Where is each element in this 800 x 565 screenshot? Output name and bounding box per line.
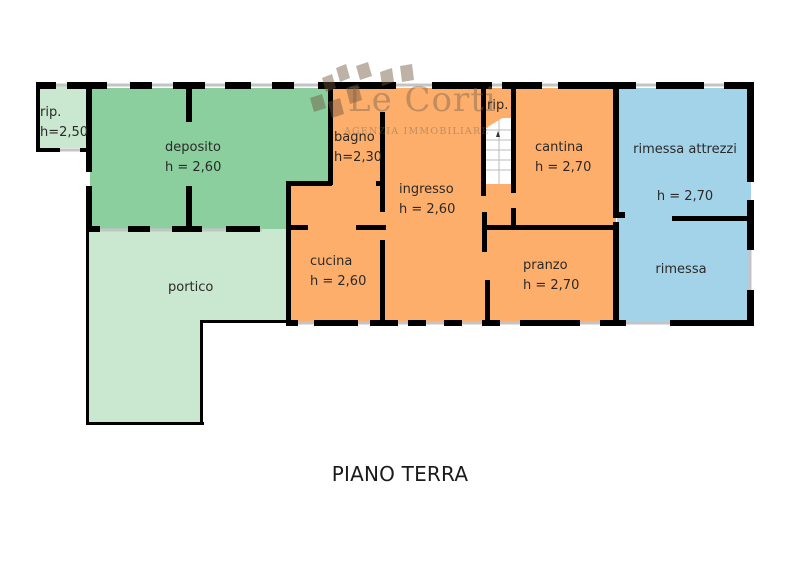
room-name: cucina (310, 254, 353, 269)
room-name: rimessa attrezzi (633, 142, 737, 157)
room-portico-upper (88, 229, 288, 323)
room-height: h=2,30 (334, 150, 383, 165)
label-cantina: cantina h = 2,70 (535, 138, 591, 178)
room-name: deposito (165, 140, 221, 155)
label-pranzo: pranzo h = 2,70 (523, 256, 579, 296)
room-portico-lower (88, 322, 201, 423)
room-deposito-extension (288, 88, 332, 184)
label-ingresso: ingresso h = 2,60 (399, 180, 455, 220)
label-rip-stairs: rip. (487, 96, 508, 116)
label-deposito: deposito h = 2,60 (165, 138, 221, 178)
room-height: h = 2,60 (399, 202, 456, 217)
room-name: ingresso (399, 182, 454, 197)
room-name: portico (168, 280, 214, 295)
room-name: pranzo (523, 258, 568, 273)
room-height: h = 2,70 (656, 189, 714, 204)
room-height: h = 2,70 (535, 160, 592, 175)
room-height: h = 2,70 (523, 278, 580, 293)
room-height: h=2,50 (40, 125, 89, 140)
label-rimessa-attrezzi-height: h = 2,70 (625, 187, 745, 207)
room-name: cantina (535, 140, 584, 155)
room-name: rip. (40, 105, 62, 120)
label-rimessa-attrezzi: rimessa attrezzi (625, 140, 745, 160)
room-height: h = 2,60 (165, 160, 222, 175)
stairs-treads (486, 118, 513, 184)
room-height: h = 2,60 (310, 274, 367, 289)
room-name: bagno (334, 130, 375, 145)
room-name: rip. (487, 98, 509, 113)
room-rimessa-block (617, 88, 751, 322)
room-orange-block (288, 88, 616, 322)
label-cucina: cucina h = 2,60 (310, 252, 366, 292)
walls (36, 82, 754, 425)
label-bagno: bagno h=2,30 (334, 128, 382, 168)
label-portico: portico (168, 278, 213, 298)
label-rip-left: rip. h=2,50 (40, 103, 88, 143)
room-name: rimessa (655, 262, 707, 277)
label-rimessa: rimessa (620, 260, 742, 280)
room-rip-left (38, 86, 90, 148)
floor-title: PIANO TERRA (331, 462, 469, 486)
